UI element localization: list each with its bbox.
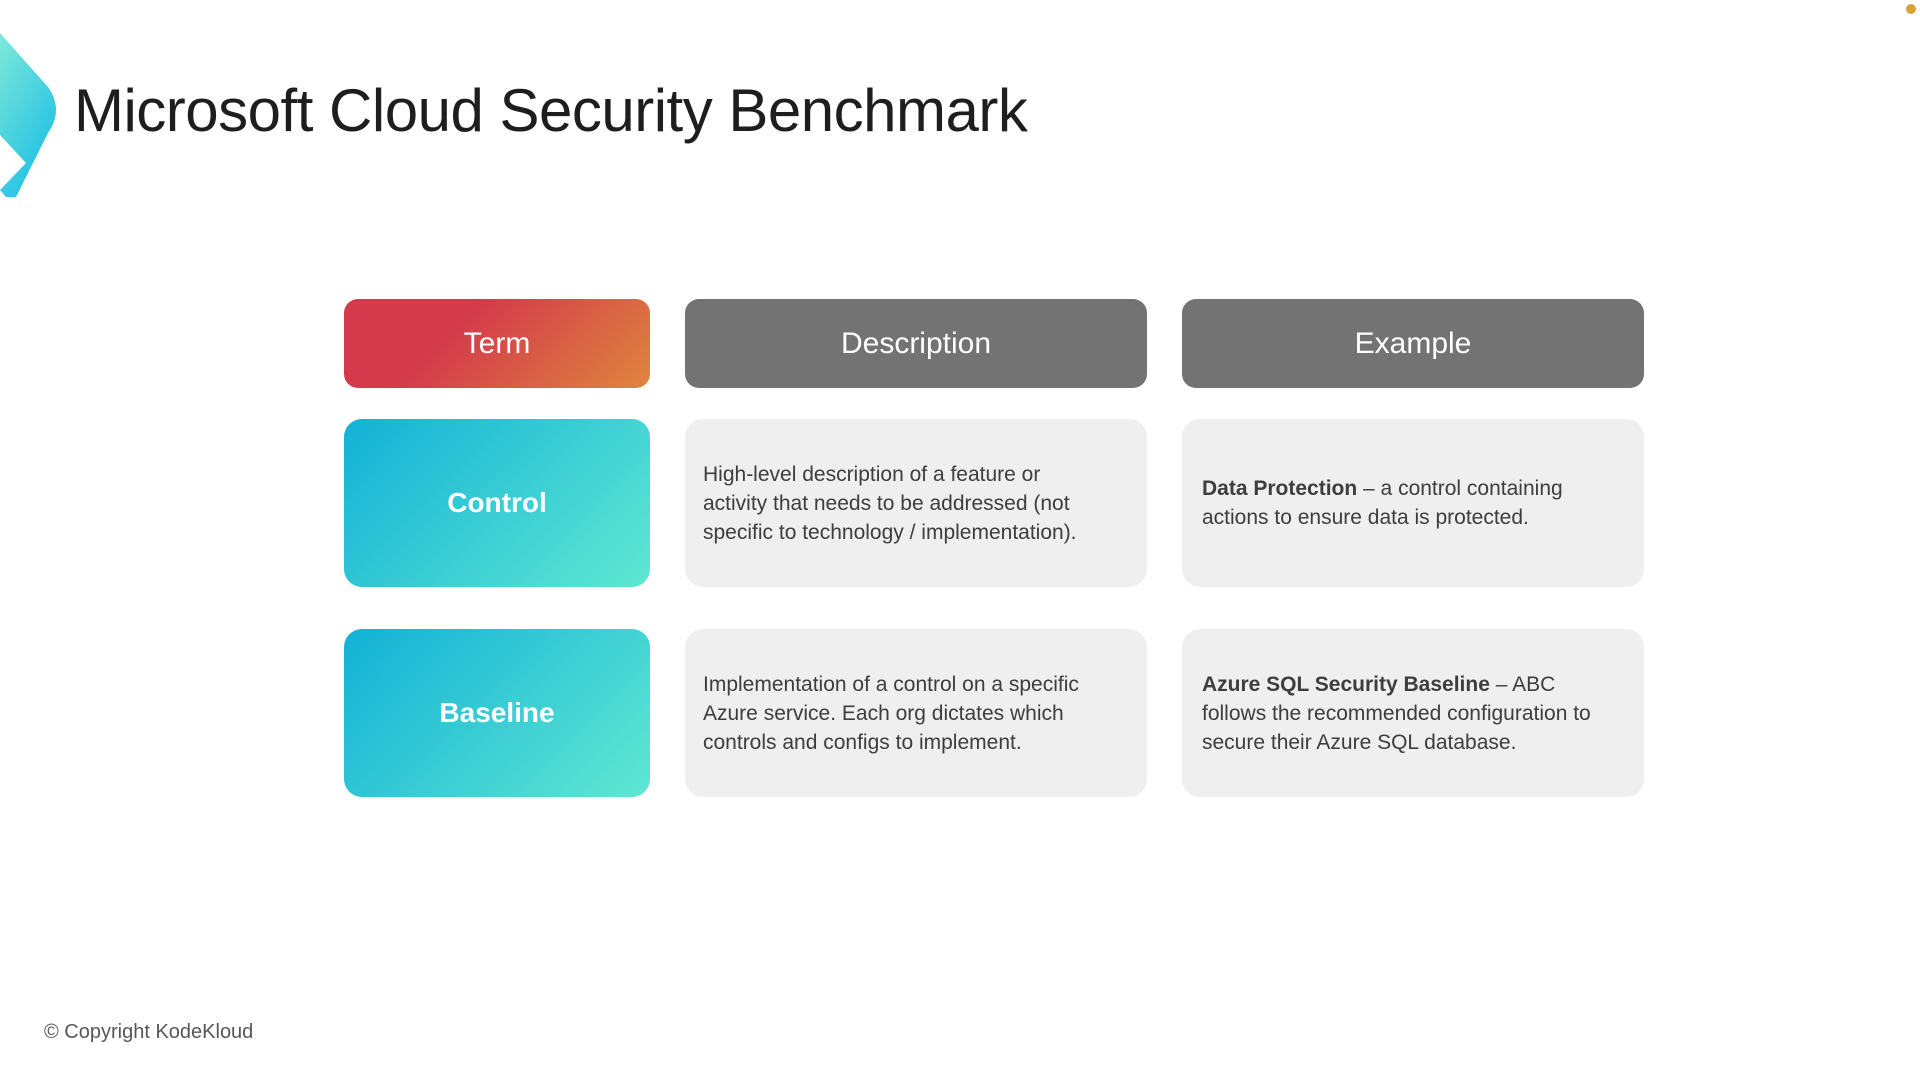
description-column-header: Description <box>685 299 1147 388</box>
example-text: Data Protection – a control containing a… <box>1182 474 1644 532</box>
example-term-bold: Azure SQL Security Baseline <box>1202 672 1490 696</box>
term-column-header: Term <box>344 299 650 388</box>
example-cell-control: Data Protection – a control containing a… <box>1182 419 1644 587</box>
description-text: High-level description of a feature or a… <box>703 462 1077 544</box>
description-cell-baseline: Implementation of a control on a specifi… <box>685 629 1147 797</box>
example-column-header: Example <box>1182 299 1644 388</box>
accent-dot-icon <box>1906 4 1916 14</box>
term-cell-control: Control <box>344 419 650 587</box>
example-text: Azure SQL Security Baseline – ABC follow… <box>1182 670 1644 757</box>
kodekloud-chevron-icon <box>0 33 56 197</box>
example-detail: – a control containing actions to ensure… <box>1202 477 1563 529</box>
table-row-baseline: Baseline Implementation of a control on … <box>344 629 1644 797</box>
table-header-row: Term Description Example <box>344 299 1644 388</box>
benchmark-table: Term Description Example Control High-le… <box>344 299 1644 797</box>
description-text: Implementation of a control on a specifi… <box>703 672 1079 754</box>
copyright-notice: © Copyright KodeKloud <box>44 1021 254 1043</box>
page-title: Microsoft Cloud Security Benchmark <box>74 77 1028 144</box>
description-cell-control: High-level description of a feature or a… <box>685 419 1147 587</box>
example-cell-baseline: Azure SQL Security Baseline – ABC follow… <box>1182 629 1644 797</box>
term-cell-baseline: Baseline <box>344 629 650 797</box>
example-detail: – ABC follows the recommended configurat… <box>1202 672 1591 754</box>
example-term-bold: Data Protection <box>1202 477 1358 500</box>
table-row-control: Control High-level description of a feat… <box>344 419 1644 587</box>
